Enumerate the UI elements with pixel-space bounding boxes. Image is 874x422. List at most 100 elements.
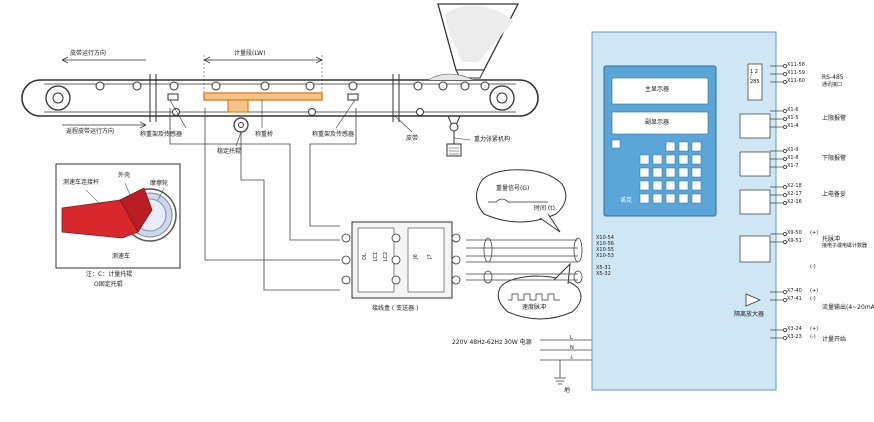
- power-terminal-n: N: [570, 345, 574, 351]
- polarity-label: (-): [810, 296, 816, 302]
- belt-label: 皮带: [406, 135, 419, 142]
- keypad-key[interactable]: [678, 141, 689, 152]
- brand-label: 诺克: [620, 197, 633, 204]
- junction-tag-1: LC1: [373, 251, 380, 262]
- polarity-label: (-): [810, 264, 816, 270]
- return-direction-label: 返程皮带运行方向: [66, 128, 115, 135]
- right-terminal-label: X9-51: [787, 238, 802, 244]
- keypad-key[interactable]: [691, 154, 702, 165]
- left-terminal-label: X10-55: [596, 247, 614, 253]
- terminal-dot: [783, 157, 787, 161]
- right-terminal-label: X9-50: [787, 230, 802, 236]
- right-terminal-label: X1-4: [787, 123, 799, 129]
- keypad-key[interactable]: [639, 167, 650, 178]
- sub-display-label: 副显示器: [645, 119, 670, 126]
- left-terminal-label: X10-54: [596, 235, 614, 241]
- weight-signal-label: 重量信号(G): [496, 185, 530, 192]
- terminal-group-sublabel: 通讯接口: [822, 82, 843, 88]
- keypad-key[interactable]: [691, 167, 702, 178]
- time-label: 时间 (t): [534, 205, 555, 212]
- junction-tag-4: J7: [426, 254, 433, 259]
- keypad-key[interactable]: [678, 154, 689, 165]
- keypad-key[interactable]: [665, 167, 676, 178]
- keypad-key[interactable]: [691, 193, 702, 204]
- polarity-label: (+): [810, 326, 819, 332]
- keypad-key[interactable]: [652, 193, 663, 204]
- keypad-key[interactable]: [665, 141, 676, 152]
- polarity-label: (+): [810, 230, 819, 236]
- keypad-key[interactable]: [639, 180, 650, 191]
- terminal-dot: [783, 185, 787, 189]
- terminal-dot: [783, 72, 787, 76]
- signal-bubbles: [476, 169, 582, 320]
- keypad-key[interactable]: [691, 141, 702, 152]
- terminal-group-label: 上限报警: [822, 115, 847, 122]
- terminal-group-label: 计量开始: [822, 336, 847, 343]
- left-terminal-label: X10-53: [596, 253, 614, 259]
- left-terminal-label: X5-31: [596, 265, 611, 271]
- keypad-key[interactable]: [652, 167, 663, 178]
- right-terminal-label: X3-23: [787, 334, 802, 340]
- keypad-key[interactable]: [691, 180, 702, 191]
- keypad-key[interactable]: [665, 180, 676, 191]
- speed-car-label: 测速车: [112, 253, 131, 260]
- speed-pulse-label: 速度脉冲: [522, 304, 547, 311]
- right-terminal-label: X1-9: [787, 147, 799, 153]
- junction-tag-0: DL: [361, 253, 368, 260]
- right-terminal-label: X1-6: [787, 107, 799, 113]
- friction-wheel-label: 摩擦轮: [150, 180, 169, 187]
- idler-label: 稳定托辊: [217, 148, 242, 155]
- terminal-dot: [783, 240, 787, 244]
- terminal-dot: [783, 109, 787, 113]
- terminal-dot: [783, 64, 787, 68]
- conveyor: [21, 3, 539, 157]
- terminal-dot: [783, 336, 787, 340]
- weigh-bridge-label: 称重桥: [255, 131, 274, 138]
- right-terminal-label: X2-16: [787, 199, 802, 205]
- ground-label: 地: [564, 387, 571, 394]
- keypad-key[interactable]: [678, 180, 689, 191]
- terminal-dot: [783, 201, 787, 205]
- isolation-amp-label: 隔离放大器: [734, 311, 765, 318]
- terminal-dot: [783, 232, 787, 236]
- terminal-stubs: [770, 64, 787, 340]
- right-terminal-label: X7-41: [787, 296, 802, 302]
- polarity-label: (+): [810, 288, 819, 294]
- keypad-key[interactable]: [639, 154, 650, 165]
- frame-sensor-right-label: 称重架及传感器: [312, 131, 355, 138]
- keypad-key[interactable]: [639, 193, 650, 204]
- junction-tag-2: LC2: [383, 251, 390, 262]
- keypad-key[interactable]: [665, 154, 676, 165]
- terminal-dot: [783, 298, 787, 302]
- junction-tag-3: J6: [412, 254, 419, 259]
- power-label: 220V 48Hz-62Hz 30W 电源: [452, 339, 532, 346]
- right-terminal-label: X7-40: [787, 288, 802, 294]
- keypad-key[interactable]: [652, 154, 663, 165]
- rs485-badge: 1 2 / 285: [750, 69, 760, 85]
- isolation-amp-symbol: [745, 293, 762, 307]
- shell-label: 外壳: [118, 172, 131, 179]
- right-terminal-label: X1-5: [787, 115, 799, 121]
- right-terminal-label: X11-59: [787, 70, 805, 76]
- terminal-group-label: RS-485: [822, 74, 844, 81]
- keypad-key[interactable]: [678, 193, 689, 204]
- keypad-key[interactable]: [665, 193, 676, 204]
- right-terminal-label: X11-60: [787, 78, 805, 84]
- terminal-group-label: 上电备妥: [822, 191, 847, 198]
- junction-box: [341, 221, 461, 299]
- frame-sensor-left-label: 称重架及传感器: [140, 131, 183, 138]
- keypad-key[interactable]: [652, 180, 663, 191]
- terminal-group-label: 托脉冲: [822, 236, 841, 243]
- terminal-group-label: 流量输出(4~20mA): [822, 304, 874, 311]
- polarity-label: (-): [810, 334, 816, 340]
- main-display-label: 主显示器: [645, 86, 670, 93]
- terminal-dot: [783, 328, 787, 332]
- power-terminal-l: L: [570, 335, 573, 341]
- right-terminal-label: X2-18: [787, 183, 802, 189]
- speed-sensor-inset: [55, 163, 181, 269]
- keypad-key[interactable]: [678, 167, 689, 178]
- right-terminal-label: X2-17: [787, 191, 802, 197]
- wiring: [169, 108, 594, 385]
